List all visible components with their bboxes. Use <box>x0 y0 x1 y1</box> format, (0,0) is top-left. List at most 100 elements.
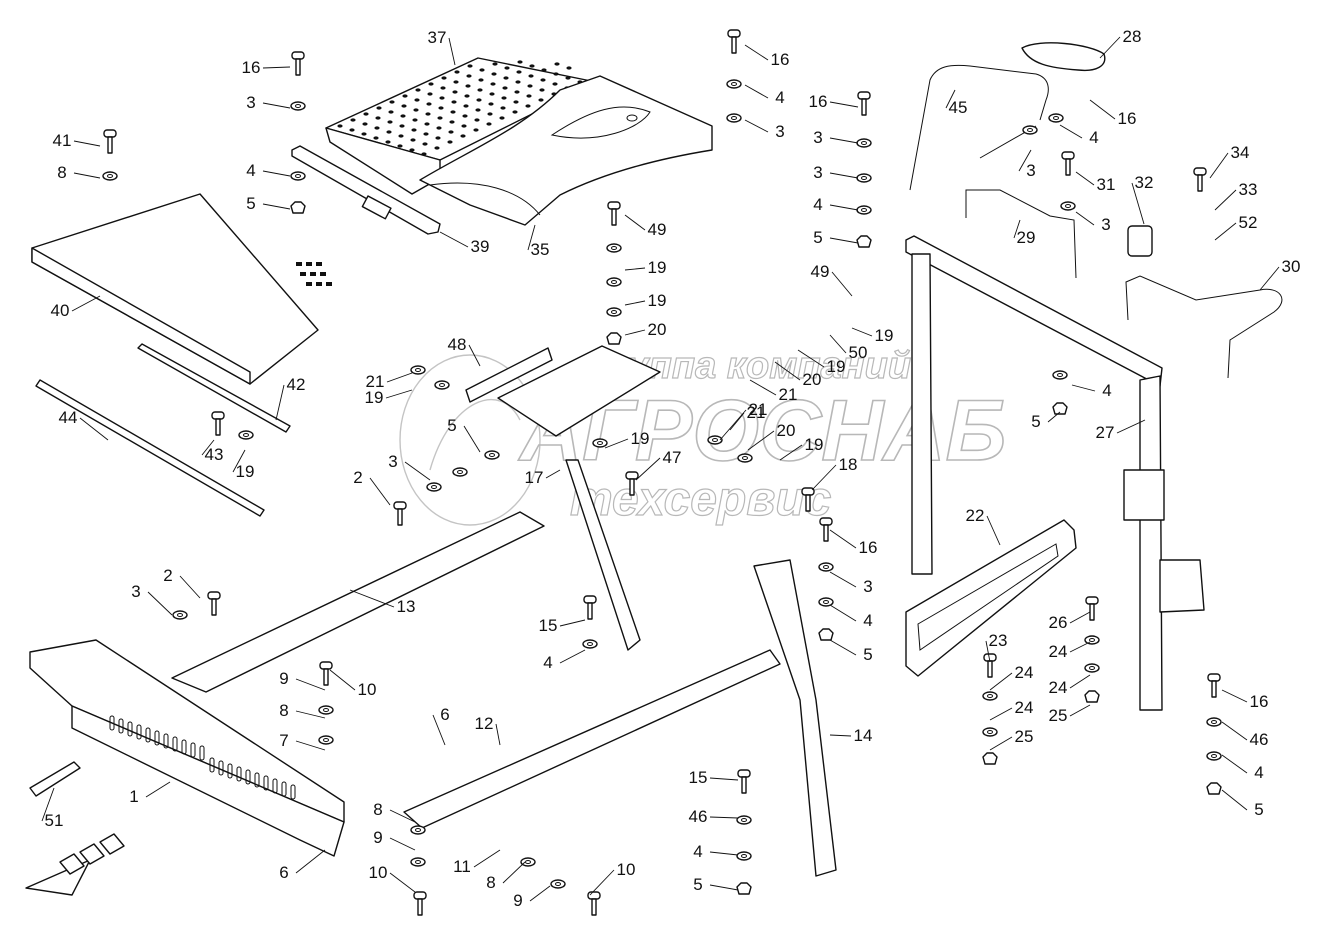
nut-icon <box>736 882 752 895</box>
washer-icon <box>1022 125 1038 135</box>
washer-icon <box>550 879 566 889</box>
callout-c4i: 4 <box>693 842 702 861</box>
tread-dot <box>409 148 415 152</box>
leader-line-c3c <box>1018 149 1032 172</box>
callout-c33: 33 <box>1239 180 1258 199</box>
leader-line-c11 <box>473 849 501 868</box>
tread-dot <box>487 112 493 116</box>
tread-dot <box>410 138 416 142</box>
callout-c10b: 10 <box>369 863 388 882</box>
tread-dot <box>490 82 496 86</box>
tread-dot <box>517 60 523 64</box>
callout-c3e: 3 <box>813 163 822 182</box>
leader-line-c25a <box>1069 704 1091 717</box>
washer-icon <box>318 735 334 745</box>
tread-dot <box>492 62 498 66</box>
leader-line-c39 <box>439 231 469 248</box>
bumper-slot <box>118 718 124 734</box>
leader-line-c4g <box>559 649 586 664</box>
bolt-icon <box>319 661 333 686</box>
tread-dot <box>467 64 473 68</box>
callout-c18: 18 <box>839 455 858 474</box>
leader-line-c27 <box>1116 419 1146 434</box>
bumper-slot <box>154 730 160 746</box>
callout-c49b: 49 <box>811 262 830 281</box>
leader-line-c47 <box>635 457 661 481</box>
washer-icon <box>736 851 752 861</box>
bumper-slot <box>218 760 224 776</box>
tread-dot <box>499 116 505 120</box>
bolt-icon <box>1193 167 1207 192</box>
callout-c2b: 2 <box>163 566 172 585</box>
callout-c24c: 24 <box>1049 678 1068 697</box>
bolt-icon <box>801 487 815 512</box>
tread-dot <box>461 124 467 128</box>
callout-c34: 34 <box>1231 143 1250 162</box>
leader-line-c16b <box>744 44 769 61</box>
leader-line-c41 <box>73 140 101 147</box>
callout-c25a: 25 <box>1049 706 1068 725</box>
part-17-support <box>497 345 661 651</box>
washer-icon <box>606 307 622 317</box>
leader-line-c35 <box>527 224 536 251</box>
leader-line-c16c <box>1089 99 1116 120</box>
washer-icon <box>726 113 742 123</box>
callout-c5e: 5 <box>863 645 872 664</box>
washer-icon <box>410 857 426 867</box>
callout-c6b: 6 <box>279 863 288 882</box>
tread-dot <box>528 74 534 78</box>
bumper-slot <box>109 715 115 731</box>
nut-icon <box>290 201 306 214</box>
tread-dot <box>399 124 405 128</box>
tread-dot <box>413 108 419 112</box>
callout-c51: 51 <box>45 811 64 830</box>
part-27-frame <box>905 235 1205 711</box>
tread-dot <box>427 92 433 96</box>
leader-line-c48 <box>468 344 481 367</box>
leader-line-c3d <box>829 137 859 144</box>
tread-dot <box>513 100 519 104</box>
bolt-icon <box>625 471 639 496</box>
leader-line-c9a <box>295 678 326 691</box>
leader-line-c8b <box>295 710 326 719</box>
bumper-slot <box>190 742 196 758</box>
leader-line-c10b <box>389 872 416 893</box>
tread-dot <box>361 132 367 136</box>
tread-dot <box>447 140 453 144</box>
fasteners <box>102 29 1222 916</box>
callout-c19b: 19 <box>648 258 667 277</box>
bolt-icon <box>857 91 871 116</box>
tread-dot <box>411 128 417 132</box>
tread-dot <box>375 116 381 120</box>
nut-icon <box>1052 402 1068 415</box>
leader-line-c29 <box>1013 219 1021 239</box>
leader-line-c42 <box>275 384 285 421</box>
callout-c25b: 25 <box>1015 727 1034 746</box>
tread-dot <box>422 142 428 146</box>
tread-dot <box>554 62 560 66</box>
tread-dot <box>466 74 472 78</box>
callout-c4f: 4 <box>863 611 872 630</box>
bolt-icon <box>983 653 997 678</box>
leader-line-c5e <box>829 639 857 656</box>
leader-line-c4b <box>744 84 769 99</box>
part-39-bracket <box>291 145 441 235</box>
leader-line-c46b <box>709 816 739 819</box>
leader-line-c2b <box>179 575 201 599</box>
tread-dot <box>388 110 394 114</box>
tread-dot <box>502 86 508 90</box>
part-22-side-frame <box>905 519 1077 677</box>
washer-icon <box>410 825 426 835</box>
callout-c3a: 3 <box>246 93 255 112</box>
callout-c35: 35 <box>531 240 550 259</box>
washer-icon <box>737 453 753 463</box>
tread-dot <box>500 106 506 110</box>
tread-dot <box>539 88 545 92</box>
part-13-crossmember <box>171 511 545 693</box>
leader-line-c10c <box>589 869 615 896</box>
washer-icon <box>856 138 872 148</box>
tread-dot <box>553 72 559 76</box>
tread-dot <box>436 126 442 130</box>
leader-line-c19c <box>624 300 646 306</box>
